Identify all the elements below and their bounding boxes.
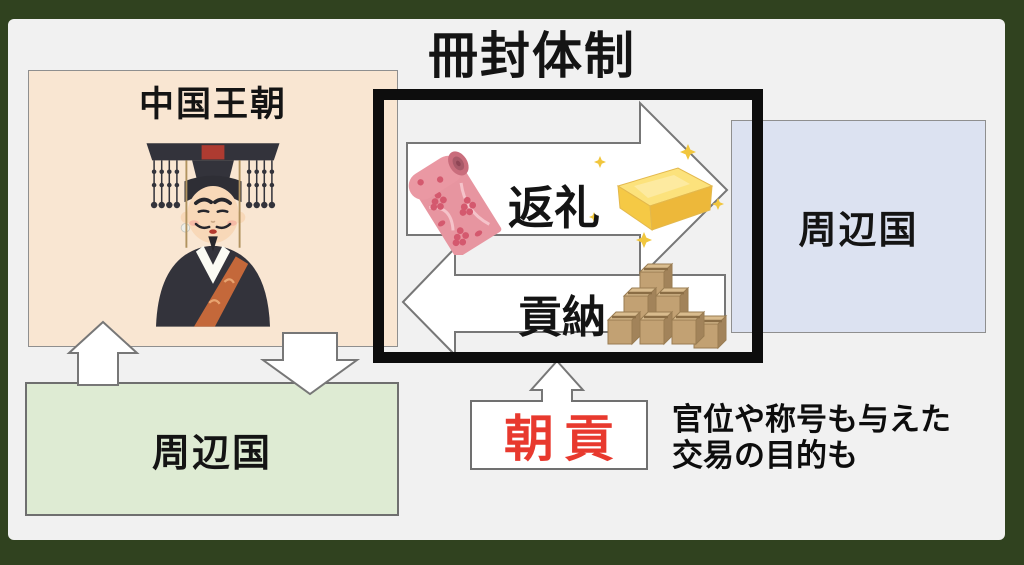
exchange-frame <box>373 89 763 363</box>
neighbor-country-right-box: 周辺国 <box>731 120 986 333</box>
tribute-label: 朝貢 <box>504 411 624 467</box>
annotation-line-1: 官位や称号も与えた <box>672 402 951 437</box>
neighbor-country-bottom-box: 周辺国 <box>25 382 399 516</box>
neighbor-country-bottom-label: 周辺国 <box>151 432 272 475</box>
china-dynasty-label: 中国王朝 <box>138 85 287 124</box>
cardboard-boxes-icon <box>606 262 728 350</box>
annotation-text: 官位や称号も与えた 交易の目的も <box>672 402 951 474</box>
gold-bar-icon <box>589 144 724 248</box>
up-arrow-icon <box>66 320 140 386</box>
tribute-goods-label: 貢納 <box>518 293 606 342</box>
chinese-emperor-icon <box>146 143 280 327</box>
tribute-up-arrow-icon <box>528 359 586 403</box>
down-arrow-icon <box>259 332 361 396</box>
return-gift-label: 返礼 <box>508 182 600 234</box>
diagram-title: 冊封体制 <box>428 28 636 84</box>
tribute-box: 朝貢 <box>470 400 648 470</box>
neighbor-country-right-label: 周辺国 <box>798 210 919 252</box>
arrow-box-joint <box>543 399 571 404</box>
fabric-roll-icon <box>408 151 502 255</box>
annotation-line-2: 交易の目的も <box>672 438 858 473</box>
